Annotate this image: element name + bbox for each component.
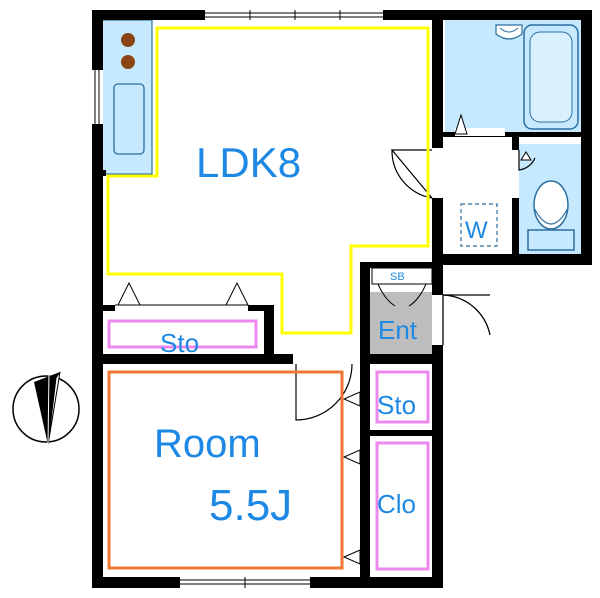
entrance-label: Ent xyxy=(378,315,418,345)
closet-doors xyxy=(342,391,361,565)
entrance-floor xyxy=(370,292,434,354)
kitchen-sink xyxy=(113,83,145,155)
toilet-door xyxy=(518,150,536,171)
sto-upper-label: Sto xyxy=(160,328,199,358)
bathroom-area xyxy=(445,20,581,134)
sto-right-outline xyxy=(375,370,430,424)
room-label: Room xyxy=(154,422,261,466)
shoe-box-label: SB xyxy=(390,271,405,283)
ldk-outline xyxy=(106,26,430,335)
kitchen-counter xyxy=(101,19,153,175)
toilet-tank xyxy=(527,229,575,251)
compass-icon xyxy=(12,371,80,446)
closet-label: Clo xyxy=(377,489,416,519)
room-door xyxy=(295,363,353,421)
room-size-label: 5.5J xyxy=(209,481,292,530)
windows xyxy=(92,10,383,588)
toilet-area xyxy=(519,144,581,254)
sto-right-label: Sto xyxy=(377,390,416,420)
clo-outline xyxy=(375,441,430,571)
stove-burner-icon xyxy=(121,55,135,69)
ldk-label: LDK8 xyxy=(196,139,301,186)
washer-space xyxy=(460,203,498,247)
sto-upper-outline xyxy=(107,319,258,349)
entrance-door xyxy=(442,294,491,345)
stove-burner-icon xyxy=(121,33,135,47)
bath-door xyxy=(454,113,468,135)
room-outline xyxy=(107,370,344,570)
washer-label: W xyxy=(465,217,488,244)
